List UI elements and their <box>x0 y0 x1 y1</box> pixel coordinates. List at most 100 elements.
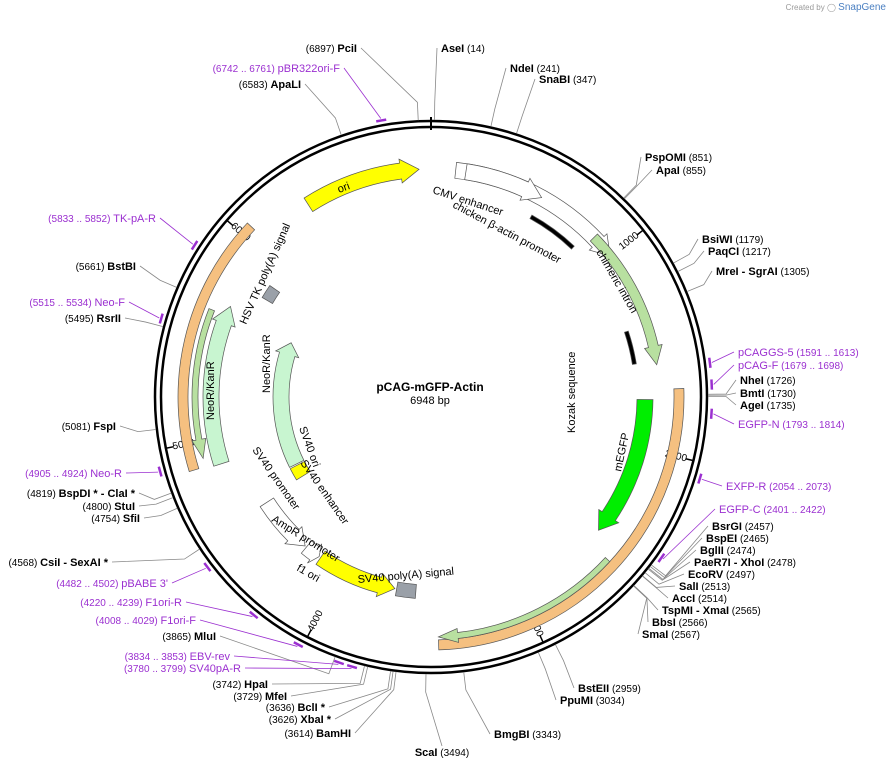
site-name: HpaI <box>244 679 268 691</box>
primer-label: (4220 .. 4239) F1ori-R <box>80 597 182 609</box>
site-name: BsrGI <box>712 521 742 533</box>
site-name: ScaI <box>415 747 438 759</box>
primer-leader-line <box>343 67 382 119</box>
restriction-site-label: (6583) ApaLI <box>239 79 301 91</box>
site-leader-line <box>647 561 691 581</box>
primer-range: (4220 .. 4239) <box>80 598 145 609</box>
feature-label-sv40-polya: SV40 poly(A) signal <box>357 566 454 586</box>
site-position: (3614) <box>284 729 316 740</box>
feature-label-neor-outer: NeoR/KanR <box>205 361 217 420</box>
site-leader-line <box>143 507 178 519</box>
primer-range: (4482 .. 4502) <box>56 579 121 590</box>
primer-name: pCAGGS-5 <box>738 347 794 359</box>
primer-leader-line <box>159 217 194 245</box>
primer-range: (1591 .. 1613) <box>794 348 859 359</box>
chimeric-intron-highlight <box>589 233 663 366</box>
restriction-site-label: (4754) SfiI <box>91 513 140 525</box>
site-position: (2457) <box>742 522 774 533</box>
primer-leader-line <box>701 478 723 487</box>
site-position: (3729) <box>233 692 265 703</box>
site-name: MfeI <box>265 691 287 703</box>
site-leader-line <box>219 635 336 675</box>
primer-range: (4905 .. 4924) <box>25 469 90 480</box>
feature-label-ori: ori <box>336 180 352 195</box>
site-name: PaeR7I - XhoI <box>694 557 764 569</box>
site-leader-line <box>304 83 342 136</box>
site-position: (1735) <box>764 401 796 412</box>
restriction-site-label: (5081) FspI <box>62 421 116 433</box>
primer-mark <box>375 118 387 123</box>
site-name: BstBI <box>107 261 136 273</box>
site-leader-line <box>334 671 394 720</box>
restriction-site-label: NdeI (241) <box>510 63 560 75</box>
site-name: XbaI * <box>300 714 331 726</box>
restriction-site-label: BmtI (1730) <box>740 388 796 400</box>
restriction-site-label: PaeR7I - XhoI (2478) <box>694 557 796 569</box>
site-position: (6897) <box>306 44 338 55</box>
restriction-site-label: (3614) BamHI <box>284 728 351 740</box>
restriction-site-label: (3626) XbaI * <box>269 714 332 726</box>
site-name: BstEII <box>578 683 609 695</box>
ampr-promoter-arrow <box>300 540 323 564</box>
primer-name: F1ori-R <box>145 597 182 609</box>
ori-arrow <box>303 158 420 213</box>
restriction-site-label: BspEI (2465) <box>706 533 769 545</box>
restriction-site-label: (5661) BstBI <box>76 261 136 273</box>
site-name: PspOMI <box>645 152 686 164</box>
primer-name: SV40pA-R <box>189 663 241 675</box>
site-position: (4754) <box>91 514 123 525</box>
f1-ori-arrow <box>315 550 396 598</box>
site-position: (1179) <box>733 235 764 246</box>
primer-mark <box>708 357 712 368</box>
restriction-site-label: (3636) BclI * <box>266 702 326 714</box>
primer-mark <box>190 240 199 251</box>
primer-label: EGFP-N (1793 .. 1814) <box>738 419 845 431</box>
restriction-site-label: NheI (1726) <box>740 375 796 387</box>
site-position: (2465) <box>737 534 769 545</box>
site-position: (2474) <box>724 546 756 557</box>
site-leader-line <box>555 644 575 689</box>
hsv-tk-polya-box <box>261 285 281 305</box>
plasmid-length: 6948 bp <box>410 395 450 407</box>
site-name: PciI <box>337 43 357 55</box>
site-leader-line <box>328 670 391 708</box>
primer-name: pBABE 3' <box>121 578 168 590</box>
site-name: FspI <box>93 421 116 433</box>
restriction-site-label: TspMI - XmaI (2565) <box>662 605 761 617</box>
restriction-site-label: (6897) PciI <box>306 43 357 55</box>
feature-label-ampr-promoter: AmpR promoter <box>269 513 341 564</box>
site-position: (4800) <box>83 502 115 513</box>
site-position: (5081) <box>62 422 94 433</box>
site-name: PaqCI <box>708 246 739 258</box>
restriction-site-label: BsiWI (1179) <box>702 234 764 246</box>
site-leader-line <box>271 665 365 685</box>
primer-label: (5515 .. 5534) Neo-F <box>29 297 125 309</box>
site-leader-line <box>139 265 177 288</box>
site-leader-line <box>124 317 164 328</box>
site-name: BspDI * - ClaI * <box>59 488 136 500</box>
site-position: (14) <box>464 44 485 55</box>
site-leader-line <box>644 572 685 585</box>
site-leader-line <box>463 672 491 735</box>
site-position: (241) <box>534 64 560 75</box>
site-leader-line <box>290 666 369 697</box>
feature-label-kozak: Kozak sequence <box>566 352 578 433</box>
tick-mark <box>636 229 644 236</box>
cmv-enhancer-arrow <box>464 163 543 201</box>
restriction-site-label: (5495) RsrII <box>65 313 121 325</box>
site-position: (851) <box>686 153 712 164</box>
restriction-site-label: BsrGI (2457) <box>712 521 774 533</box>
site-name: SmaI <box>642 629 668 641</box>
site-leader-line <box>138 492 172 500</box>
site-position: (2478) <box>764 558 796 569</box>
primer-name: pBR322ori-F <box>278 63 341 75</box>
primer-mark <box>203 562 212 572</box>
primer-leader-line <box>171 567 206 584</box>
snapgene-brand: Created by ◯ SnapGene <box>786 2 886 13</box>
restriction-site-label: EcoRV (2497) <box>688 569 755 581</box>
site-name: BglII <box>700 545 724 557</box>
primer-label: (3834 .. 3853) EBV-rev <box>125 651 231 663</box>
site-name: MreI - SgrAI <box>716 266 778 278</box>
site-name: EcoRV <box>688 569 724 581</box>
